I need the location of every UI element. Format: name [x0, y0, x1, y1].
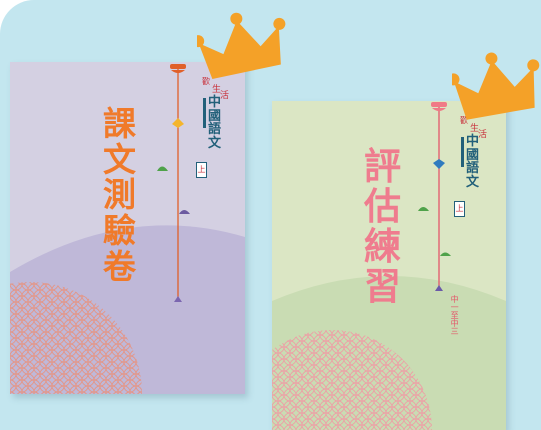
series-top-a: 歡	[460, 116, 468, 125]
book-cover-art	[272, 102, 506, 430]
title-char: 習	[364, 264, 401, 308]
series-char: 國	[208, 108, 222, 124]
title-char: 估	[364, 184, 401, 228]
series-name: 中 國 語 文	[208, 96, 221, 151]
book-cover-text-test[interactable]: 課 文 測 驗 卷 歡 生 活 中 國 語 文 上	[10, 62, 245, 394]
grade-label-text: 中一至中三	[450, 295, 460, 335]
crown-icon	[452, 52, 540, 120]
book-cover-assessment-practice[interactable]: 評 估 練 習 中一至中三 歡 生 活 中 國 語 文 上	[272, 101, 506, 430]
series-name: 中 國 語 文	[466, 135, 479, 190]
series-top-b: 生	[470, 124, 480, 134]
title-char: 卷	[103, 246, 136, 286]
series-char: 文	[466, 174, 480, 190]
series-char: 語	[208, 122, 222, 138]
title-char: 評	[364, 145, 401, 188]
series-bar	[461, 137, 464, 167]
series-top-c: 活	[478, 130, 488, 140]
title-char: 測	[103, 175, 136, 215]
title-char: 文	[103, 139, 136, 179]
series-bar	[203, 98, 206, 128]
book-title: 課 文 測 驗 卷	[103, 106, 136, 284]
series-top-a: 歡	[202, 77, 210, 86]
series-char: 中	[208, 95, 222, 110]
grade-label: 中一至中三	[433, 295, 475, 335]
series-char: 文	[208, 135, 222, 151]
title-char: 驗	[103, 210, 136, 250]
series-logo: 歡 生 活 中 國 語 文 上	[196, 76, 242, 196]
series-logo: 歡 生 活 中 國 語 文 上	[454, 115, 504, 235]
series-char: 中	[466, 134, 480, 149]
book-cover-art	[10, 64, 245, 394]
title-char: 練	[364, 224, 401, 268]
volume-badge: 上	[196, 162, 207, 178]
series-char: 國	[466, 147, 480, 163]
series-top-c: 活	[220, 91, 230, 101]
series-char: 語	[466, 161, 480, 177]
volume-badge: 上	[454, 201, 465, 217]
title-char: 課	[103, 104, 136, 143]
series-top-b: 生	[212, 85, 222, 95]
book-title: 評 估 練 習	[364, 147, 401, 307]
crown-icon	[197, 12, 286, 80]
